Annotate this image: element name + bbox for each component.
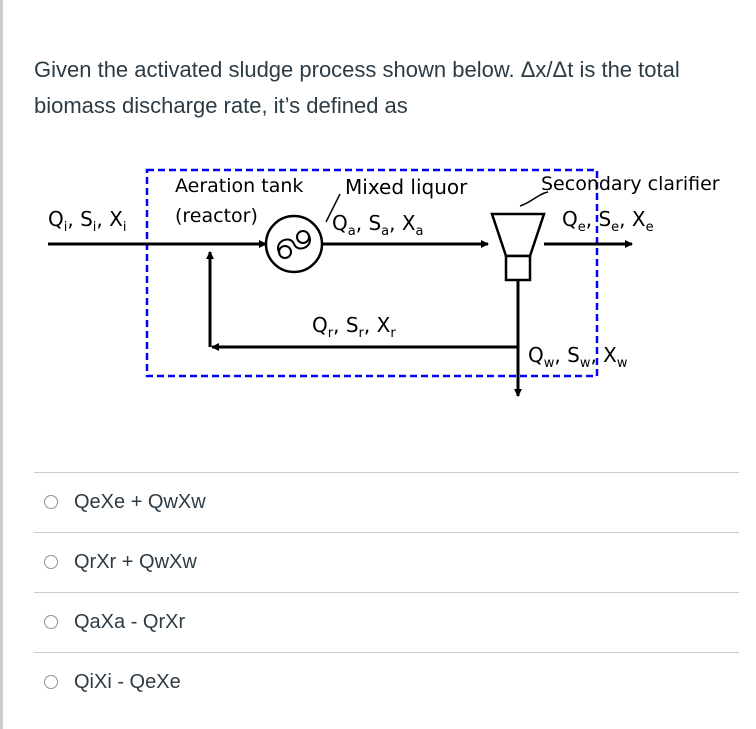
radio-button[interactable] — [44, 675, 58, 689]
mixed-liquor-leader — [325, 193, 341, 223]
radio-button[interactable] — [44, 495, 58, 509]
influent-label: Qi, Si, Xi — [48, 207, 126, 235]
waste-label: Qw, Sw, Xw — [528, 343, 628, 371]
answer-label[interactable]: QrXr + QwXw — [74, 551, 197, 573]
aeration-tank-label: Aeration tank — [175, 175, 303, 197]
recycle-label: Qr, Sr, Xr — [312, 313, 396, 341]
answer-option[interactable]: QrXr + QwXw — [34, 532, 739, 592]
question-text: Given the activated sludge process shown… — [34, 57, 680, 118]
mixer-icon — [277, 230, 311, 259]
radio-button[interactable] — [44, 615, 58, 629]
process-diagram: Aeration tank (reactor) Mixed liquor Sec… — [0, 160, 756, 410]
answer-option[interactable]: QiXi - QeXe — [34, 652, 739, 712]
clarifier-base — [504, 254, 532, 282]
answer-option[interactable]: QeXe + QwXw — [34, 472, 739, 532]
radio-button[interactable] — [44, 555, 58, 569]
system-boundary — [145, 168, 599, 378]
mixed-liquor-label: Mixed liquor — [345, 175, 468, 199]
left-border — [0, 0, 3, 729]
secondary-clarifier — [490, 212, 546, 258]
reactor-label: (reactor) — [175, 205, 258, 227]
effluent-label: Qe, Se, Xe — [562, 207, 654, 235]
clarifier-leader — [519, 191, 549, 207]
answer-label[interactable]: QaXa - QrXr — [74, 611, 186, 633]
answer-list: QeXe + QwXw QrXr + QwXw QaXa - QrXr QiXi… — [34, 472, 739, 712]
answer-option[interactable]: QaXa - QrXr — [34, 592, 739, 652]
secondary-clarifier-label: Secondary clarifier — [541, 173, 720, 195]
answer-label[interactable]: QeXe + QwXw — [74, 491, 206, 513]
aeration-out-label: Qa, Sa, Xa — [332, 211, 424, 239]
answer-label[interactable]: QiXi - QeXe — [74, 671, 181, 693]
process-diagram-svg: Aeration tank (reactor) Mixed liquor Sec… — [48, 168, 720, 397]
